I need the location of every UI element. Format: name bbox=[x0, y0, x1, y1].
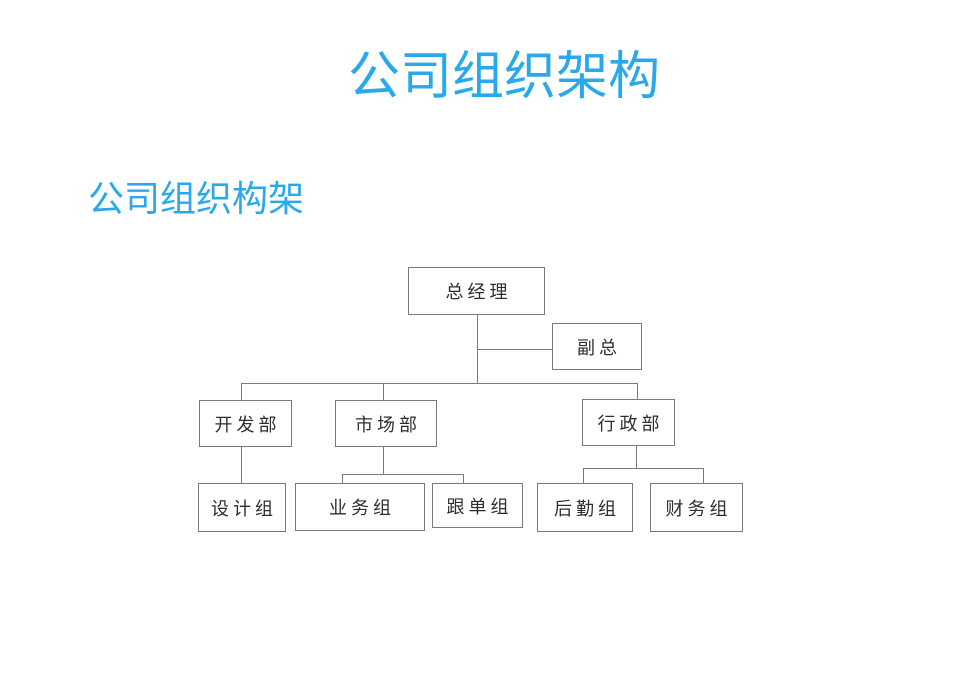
section-heading: 公司组织构架 bbox=[88, 179, 305, 220]
connector-drop-finance bbox=[703, 468, 704, 483]
connector-administration-stub bbox=[636, 446, 637, 468]
org-node-marketing-department: 市场部 bbox=[335, 400, 437, 447]
connector-deputy-horizontal bbox=[477, 349, 553, 350]
connector-level2-horizontal bbox=[241, 383, 638, 384]
connector-drop-marketing bbox=[383, 383, 384, 400]
connector-marketing-branch-horizontal bbox=[342, 474, 464, 475]
org-node-general-manager: 总经理 bbox=[408, 267, 545, 315]
org-node-finance-group: 财务组 bbox=[650, 483, 743, 532]
connector-drop-order-following bbox=[463, 474, 464, 483]
org-node-development-department: 开发部 bbox=[199, 400, 292, 447]
page-title: 公司组织架构 bbox=[348, 47, 661, 107]
connector-drop-administration bbox=[637, 383, 638, 399]
org-node-deputy-general-manager: 副总 bbox=[552, 323, 642, 370]
connector-development-to-design bbox=[241, 447, 242, 483]
org-node-business-group: 业务组 bbox=[295, 483, 425, 531]
org-node-logistics-group: 后勤组 bbox=[537, 483, 633, 532]
connector-administration-branch-horizontal bbox=[583, 468, 704, 469]
org-node-administration-department: 行政部 bbox=[582, 399, 675, 446]
org-node-design-group: 设计组 bbox=[198, 483, 286, 532]
org-node-order-following-group: 跟单组 bbox=[432, 483, 523, 528]
connector-drop-logistics bbox=[583, 468, 584, 483]
connector-drop-business bbox=[342, 474, 343, 483]
connector-drop-development bbox=[241, 383, 242, 400]
connector-marketing-stub bbox=[383, 447, 384, 474]
